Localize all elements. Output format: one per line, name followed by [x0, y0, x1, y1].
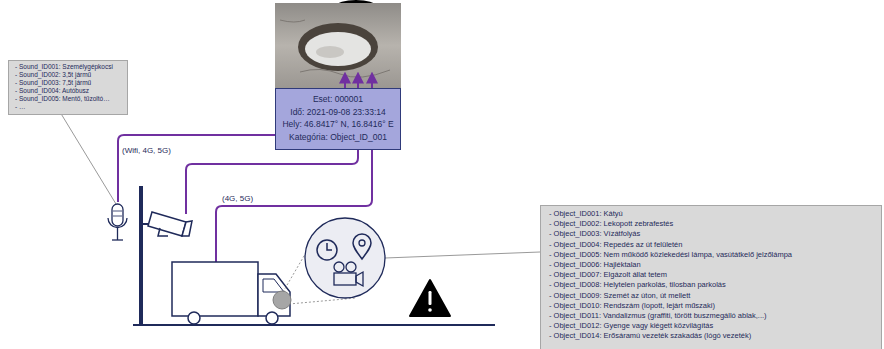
film-reel — [334, 262, 344, 272]
microphone-grille — [113, 216, 122, 217]
ground-line — [133, 324, 495, 326]
clock-hands — [327, 243, 332, 250]
pole — [139, 186, 143, 325]
film-reel — [346, 262, 356, 272]
node-text: - Object_ID011: Vandalizmus (graffiti, t… — [549, 311, 877, 321]
video-camera-icon — [334, 262, 363, 286]
microphone-head — [112, 204, 123, 226]
truck-icon — [172, 262, 290, 324]
pothole-gravel — [316, 46, 344, 58]
event-record-box: Eset: 000001Idő: 2021-09-08 23:33:14Hely… — [275, 88, 401, 150]
microphone-icon — [108, 204, 127, 240]
warning-mark — [429, 291, 432, 305]
link-label: (Wifi, 4G, 5G) — [122, 146, 171, 155]
zoom-line — [289, 298, 356, 304]
truck-cargo — [172, 262, 258, 316]
pothole-edge — [298, 23, 378, 71]
microphone-stand — [112, 239, 123, 240]
video-camera-body — [334, 273, 356, 285]
clock-icon — [317, 240, 337, 260]
truck-wheel — [188, 312, 200, 324]
node-text: Kategória: Object_ID_001 — [278, 131, 398, 144]
node-text: - Sound_ID001: Személygépkocsi — [15, 63, 123, 71]
node-text: Eset: 000001 — [278, 93, 398, 106]
sound-list-box: - Sound_ID001: Személygépkocsi- Sound_ID… — [8, 60, 128, 115]
location-pin — [353, 234, 371, 259]
location-icon — [353, 234, 371, 259]
camera-lens — [182, 221, 192, 236]
node-text: - Sound_ID005: Mentő, tűzoltó… — [15, 95, 123, 103]
microphone-grille — [113, 211, 122, 212]
truck-window — [263, 279, 284, 292]
node-text: - Object_ID005: Nem működő közlekedési l… — [549, 250, 877, 260]
link-label: (4G, 5G) — [222, 194, 253, 203]
video-camera-lens — [356, 272, 363, 286]
zoom-circle — [305, 218, 385, 298]
leader-line — [60, 112, 116, 204]
node-text: - Object_ID010: Rendszám (lopott, lejárt… — [549, 301, 877, 311]
node-text: - Object_ID007: Elgázolt állat tetem — [549, 270, 877, 280]
pothole-water — [305, 32, 371, 66]
road-texture — [280, 20, 305, 22]
node-text: - Object_ID006: Hajléktalan — [549, 260, 877, 270]
warning-triangle — [410, 280, 450, 316]
node-text: - Object_ID012: Gyenge vagy kiégett közv… — [549, 321, 877, 331]
microphone-holder — [108, 218, 127, 228]
node-text: - … — [15, 103, 123, 111]
node-text: - Object_ID003: Vízátfolyás — [549, 229, 877, 239]
truck-cab — [258, 274, 290, 316]
node-text: - Object_ID008: Helytelen parkolás, tilo… — [549, 280, 877, 290]
node-text: Hely: 46.8417° N, 16.8416° E — [278, 118, 398, 131]
camera-body — [148, 212, 186, 236]
object-list-box: - Object_ID001: Kátyú- Object_ID002: Lek… — [540, 205, 882, 349]
warning-sign — [410, 280, 450, 316]
node-text: - Object_ID004: Repedés az út felületén — [549, 240, 877, 250]
microphone-stand — [117, 228, 118, 240]
node-text: - Sound_ID003: 7,5t jármű — [15, 79, 123, 87]
node-text: - Sound_ID004: Autóbusz — [15, 87, 123, 95]
node-text: - Sound_ID002: 3,5t jármű — [15, 71, 123, 79]
camera-icon — [143, 212, 192, 236]
node-text: - Object_ID009: Szemét az úton, út melle… — [549, 291, 877, 301]
truck-wheel — [266, 312, 278, 324]
node-text: - Object_ID002: Lekopott zebrafestés — [549, 219, 877, 229]
node-text: - Object_ID001: Kátyú — [549, 209, 877, 219]
camera-bracket — [158, 228, 168, 236]
sensor-dot — [273, 291, 291, 309]
node-text: Idő: 2021-09-08 23:33:14 — [278, 106, 398, 119]
leader-line — [385, 252, 540, 258]
pothole-photo — [275, 3, 401, 88]
location-pin-dot — [359, 240, 365, 246]
photo-road — [275, 3, 401, 88]
clock-face — [317, 240, 337, 260]
node-text: - Object_ID014: Erősáramú vezeték szakad… — [549, 331, 877, 341]
warning-mark — [428, 308, 432, 312]
